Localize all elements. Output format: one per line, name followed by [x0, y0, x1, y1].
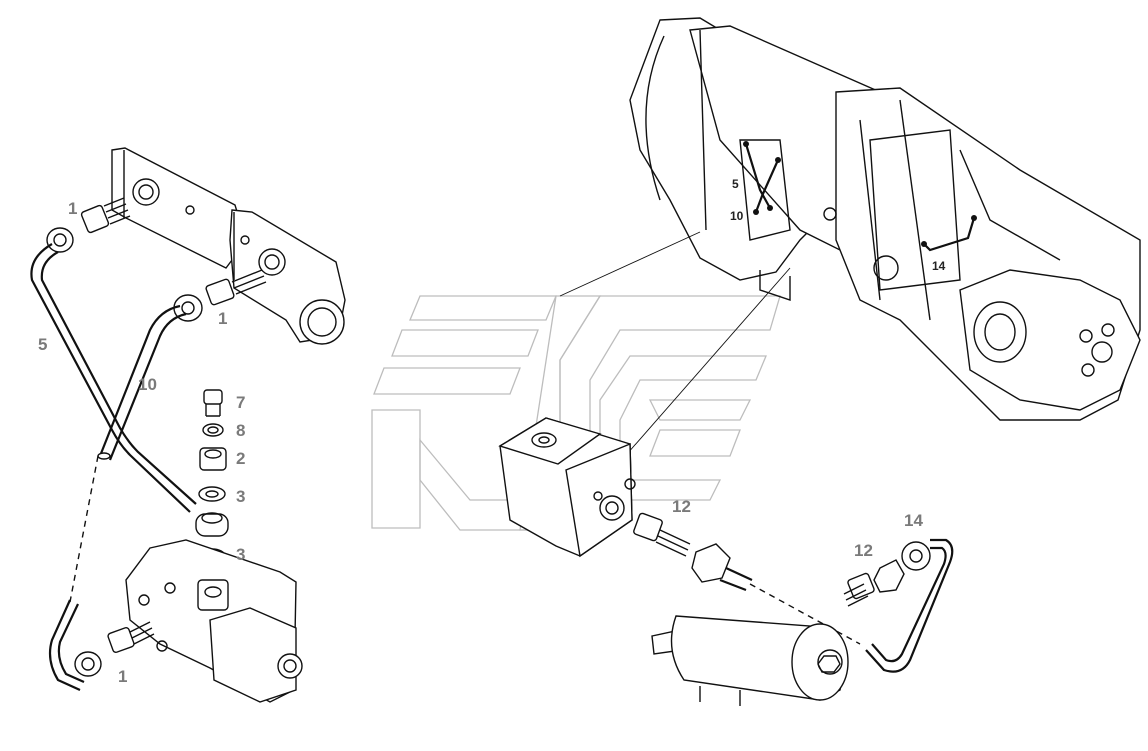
- pipe-5: [30, 243, 197, 692]
- inset-callout-14: 14: [932, 259, 946, 273]
- fitting-12-filter: [843, 559, 905, 607]
- filter: [651, 615, 849, 706]
- callout-3-lower: 3: [236, 545, 245, 564]
- callout-2: 2: [236, 449, 245, 468]
- transmission-housing: [629, 17, 1141, 421]
- callout-10: 10: [138, 375, 157, 394]
- callout-7: 7: [236, 393, 245, 412]
- pipe-10: [97, 304, 187, 461]
- inset-callout-10: 10: [730, 209, 744, 223]
- projection-lines: [559, 231, 791, 463]
- callout-14: 14: [904, 511, 923, 530]
- fitting-1-top: [46, 197, 131, 253]
- lower-valve-body: [125, 539, 303, 703]
- callout-1-bottom: 1: [118, 667, 127, 686]
- upper-housing: [111, 147, 346, 345]
- callout-8: 8: [236, 421, 245, 440]
- callout-1-mid: 1: [218, 309, 227, 328]
- callout-labels: 1 5 1 10 7 8 2 3 3 1 12 14 12 5 10 14: [38, 177, 946, 686]
- callout-12-valve: 12: [672, 497, 691, 516]
- callout-12-filter: 12: [854, 541, 873, 560]
- inset-callout-5: 5: [732, 177, 739, 191]
- callout-5: 5: [38, 335, 47, 354]
- fitting-12-valve: [633, 512, 861, 645]
- banjo-stack: [195, 389, 229, 564]
- valve-block: [498, 417, 636, 558]
- callout-1-top: 1: [68, 199, 77, 218]
- pipe-14: [865, 538, 954, 673]
- inset-pipes: [743, 141, 977, 252]
- callout-3-upper: 3: [236, 487, 245, 506]
- fitting-1-bottom: [74, 621, 155, 677]
